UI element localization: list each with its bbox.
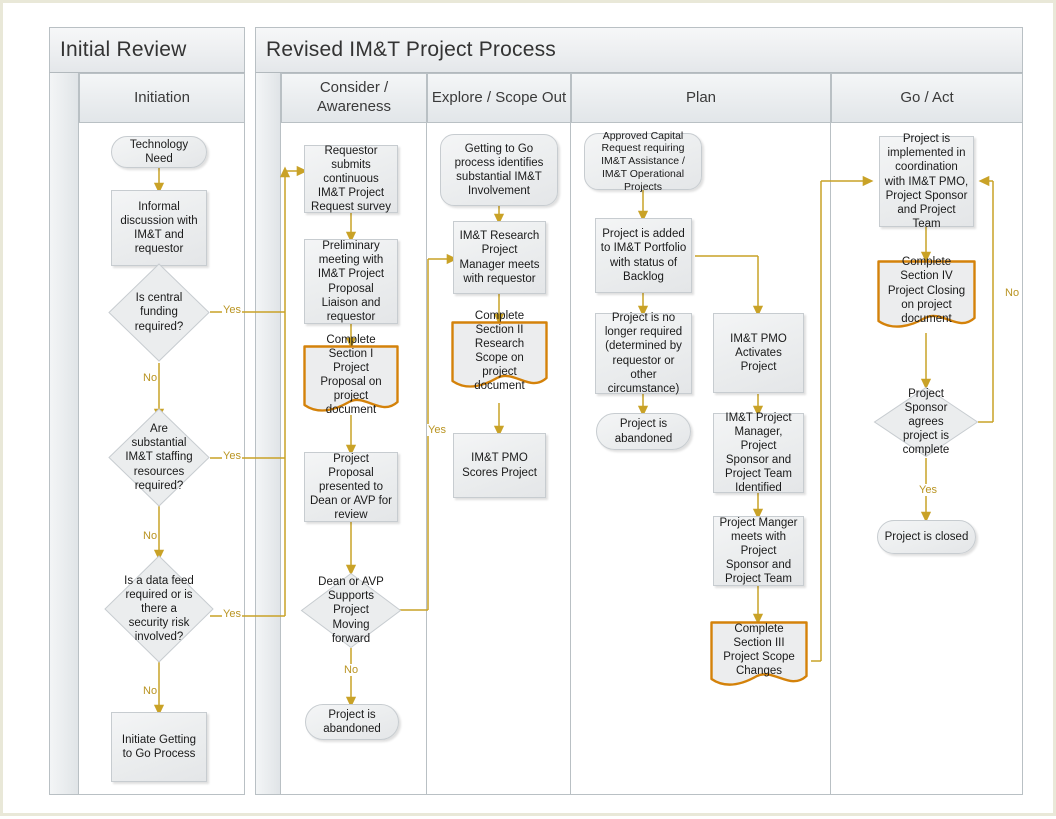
node-label: Preliminary meeting with IM&T Project Pr… bbox=[317, 240, 385, 323]
node-label: IM&T Research Project Manager meets with… bbox=[459, 230, 540, 285]
node-label: Project Proposal presented to Dean or AV… bbox=[309, 452, 393, 522]
node-label: Technology Need bbox=[129, 138, 189, 165]
edge-label-no-data-feed: No bbox=[142, 685, 159, 698]
node-project-is-abandoned-plan[interactable]: Project is abandoned bbox=[596, 413, 691, 450]
lane-head-initiation: Initiation bbox=[79, 73, 245, 123]
edge-label-no-dean-supports: No bbox=[343, 664, 360, 677]
lane-head-plan: Plan bbox=[571, 73, 831, 123]
node-project-no-longer-required[interactable]: Project is no longer required (determine… bbox=[595, 312, 692, 395]
decision-shape bbox=[108, 263, 210, 362]
node-label: Approved Capital Request requiring IM&T … bbox=[601, 129, 685, 193]
node-requestor-submits-survey[interactable]: Requestor submits continuous IM&T Projec… bbox=[304, 145, 398, 213]
node-getting-to-go-identifies-involvement[interactable]: Getting to Go process identifies substan… bbox=[440, 134, 558, 206]
node-label: Is central funding required? bbox=[134, 292, 184, 333]
pool-title-revised-process-label: Revised IM&T Project Process bbox=[266, 38, 556, 61]
node-pm-meets-with-sponsor-and-team[interactable]: Project Manger meets with Project Sponso… bbox=[713, 516, 804, 586]
pool-title-initial-review: Initial Review bbox=[49, 27, 245, 73]
node-label: Initiate Getting to Go Process bbox=[121, 733, 197, 760]
node-dean-or-avp-supports-project[interactable]: Dean or AVP Supports Project Moving forw… bbox=[300, 572, 402, 649]
node-label: Project is no longer required (determine… bbox=[604, 312, 683, 395]
node-label: Project Manger meets with Project Sponso… bbox=[719, 516, 798, 586]
edge-label-yes-sponsor-agrees: Yes bbox=[918, 484, 938, 497]
node-complete-section-ii-research-scope[interactable]: Complete Section II Research Scope on pr… bbox=[451, 310, 548, 393]
node-project-added-to-portfolio[interactable]: Project is added to IM&T Portfolio with … bbox=[595, 218, 692, 293]
node-are-substantial-staffing-resources-required[interactable]: Are substantial IM&T staffing resources … bbox=[107, 407, 211, 508]
node-label: Dean or AVP Supports Project Moving forw… bbox=[318, 576, 384, 645]
node-label: IM&T PMO Activates Project bbox=[730, 332, 787, 373]
edge-label-no-sponsor-agrees: No bbox=[1004, 287, 1021, 300]
node-label: Project is closed bbox=[884, 530, 969, 543]
decision-shape bbox=[108, 408, 210, 507]
node-label: Complete Section IV Project Closing on p… bbox=[887, 256, 966, 325]
document-shape bbox=[877, 260, 976, 328]
node-label: Project is implemented in coordination w… bbox=[884, 133, 969, 230]
node-label: Getting to Go process identifies substan… bbox=[454, 142, 544, 198]
node-label: Project is abandoned bbox=[323, 708, 381, 735]
node-label: IM&T Project Manager, Project Sponsor an… bbox=[725, 411, 792, 495]
lane-head-plan-label: Plan bbox=[685, 88, 717, 106]
document-shape bbox=[710, 621, 808, 686]
decision-shape bbox=[873, 386, 979, 458]
node-imt-research-pm-meets-requestor[interactable]: IM&T Research Project Manager meets with… bbox=[453, 221, 546, 294]
node-project-sponsor-agrees-complete[interactable]: Project Sponsor agrees project is comple… bbox=[873, 386, 979, 458]
node-label: Project is abandoned bbox=[614, 418, 673, 445]
decision-shape bbox=[300, 572, 402, 649]
lane-head-consider-awareness-label: Consider / Awareness bbox=[317, 79, 391, 115]
node-imt-pmo-activates-project[interactable]: IM&T PMO Activates Project bbox=[713, 313, 804, 393]
lane-head-explore-scope-out: Explore / Scope Out bbox=[427, 73, 571, 123]
lane-body-go-act bbox=[831, 123, 1023, 795]
node-project-is-implemented[interactable]: Project is implemented in coordination w… bbox=[879, 133, 974, 230]
node-label: Is a data feed required or is there a se… bbox=[124, 574, 194, 644]
node-is-data-feed-or-security-risk[interactable]: Is a data feed required or is there a se… bbox=[103, 554, 215, 664]
node-complete-section-iv-project-closing[interactable]: Complete Section IV Project Closing on p… bbox=[877, 256, 976, 333]
node-label: Complete Section III Project Scope Chang… bbox=[723, 622, 795, 678]
edge-label-no-staffing: No bbox=[142, 530, 159, 543]
edge-label-yes-central-funding: Yes bbox=[222, 304, 242, 317]
edge-label-yes-staffing: Yes bbox=[222, 450, 242, 463]
node-label: Project Sponsor agrees project is comple… bbox=[902, 387, 950, 457]
node-initiate-getting-to-go-process[interactable]: Initiate Getting to Go Process bbox=[111, 712, 207, 782]
lane-head-go-act-label: Go / Act bbox=[900, 88, 954, 106]
node-label: Complete Section II Research Scope on pr… bbox=[474, 309, 525, 393]
edge-label-yes-data-feed: Yes bbox=[222, 608, 242, 621]
node-complete-section-iii-project-scope-changes[interactable]: Complete Section III Project Scope Chang… bbox=[710, 621, 808, 691]
node-label: Requestor submits continuous IM&T Projec… bbox=[311, 144, 391, 214]
node-complete-section-i-project-proposal[interactable]: Complete Section I Project Proposal on p… bbox=[303, 334, 399, 417]
lane-head-initiation-label: Initiation bbox=[134, 88, 190, 106]
document-shape bbox=[303, 345, 399, 412]
diagram-canvas: Initial Review Initiation Revised IM&T P… bbox=[3, 3, 1053, 813]
node-label: Project is added to IM&T Portfolio with … bbox=[600, 228, 687, 283]
lane-head-explore-scope-out-label: Explore / Scope Out bbox=[431, 88, 567, 106]
node-project-is-closed[interactable]: Project is closed bbox=[877, 520, 976, 554]
pool-title-initial-review-label: Initial Review bbox=[60, 38, 187, 61]
edge-label-no-central-funding: No bbox=[142, 372, 159, 385]
node-label: Informal discussion with IM&T and reques… bbox=[120, 200, 198, 256]
node-label: IM&T PMO Scores Project bbox=[462, 452, 537, 479]
lane-spine-initial-review bbox=[49, 73, 79, 795]
node-label: Are substantial IM&T staffing resources … bbox=[125, 423, 193, 492]
lane-spine-revised-process bbox=[255, 73, 281, 795]
node-project-is-abandoned-consider[interactable]: Project is abandoned bbox=[305, 704, 399, 740]
node-label: Complete Section I Project Proposal on p… bbox=[320, 333, 382, 417]
document-shape bbox=[451, 321, 548, 388]
node-pm-sponsor-team-identified[interactable]: IM&T Project Manager, Project Sponsor an… bbox=[713, 411, 804, 495]
node-imt-pmo-scores-project[interactable]: IM&T PMO Scores Project bbox=[453, 433, 546, 498]
node-is-central-funding-required[interactable]: Is central funding required? bbox=[107, 262, 211, 363]
decision-shape bbox=[104, 555, 214, 663]
edge-label-yes-dean-supports: Yes bbox=[427, 424, 447, 437]
node-informal-discussion[interactable]: Informal discussion with IM&T and reques… bbox=[111, 190, 207, 266]
node-technology-need[interactable]: Technology Need bbox=[111, 136, 207, 168]
pool-title-revised-process: Revised IM&T Project Process bbox=[255, 27, 1023, 73]
lane-head-go-act: Go / Act bbox=[831, 73, 1023, 123]
lane-head-consider-awareness: Consider / Awareness bbox=[281, 73, 427, 123]
node-project-proposal-presented-to-dean[interactable]: Project Proposal presented to Dean or AV… bbox=[304, 452, 398, 522]
node-preliminary-meeting[interactable]: Preliminary meeting with IM&T Project Pr… bbox=[304, 239, 398, 324]
node-approved-capital-request[interactable]: Approved Capital Request requiring IM&T … bbox=[584, 130, 702, 193]
